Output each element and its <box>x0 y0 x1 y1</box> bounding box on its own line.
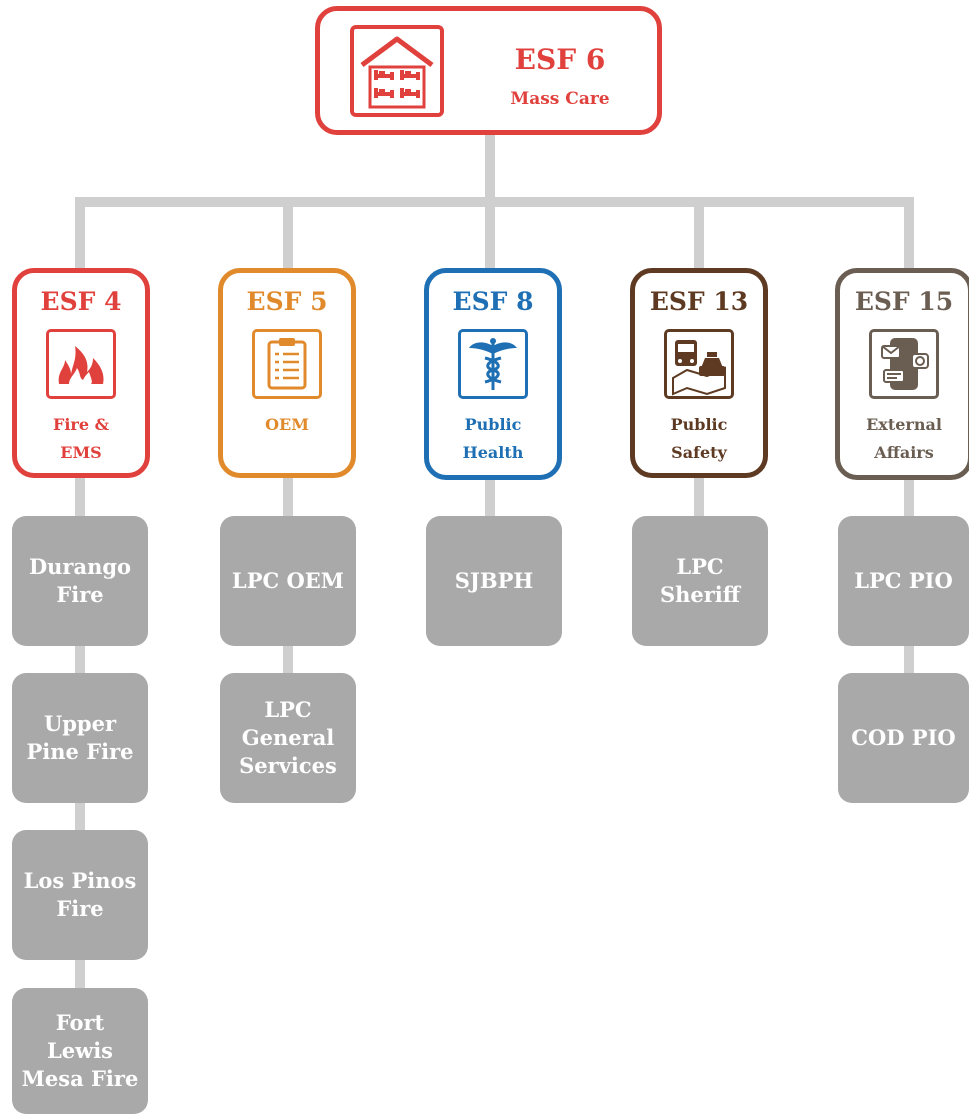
connector-drop-esf5 <box>283 197 293 270</box>
esf-node-esf5: ESF 5 OEM <box>218 268 356 478</box>
connector-root-down <box>485 135 495 203</box>
fire-icon <box>46 329 116 399</box>
connector-drop-esf8 <box>485 197 495 270</box>
esf-label: Fire & EMS <box>52 415 110 462</box>
esf-node-esf15: ESF 15 External Affairs <box>835 268 969 480</box>
shelter-beds-icon <box>350 25 444 117</box>
agency-box: LPC PIO <box>838 516 969 646</box>
esf-label: External Affairs <box>866 415 942 462</box>
connector-drop-esf13 <box>694 197 704 270</box>
root-title: ESF 6 <box>514 43 606 76</box>
agency-box: Fort Lewis Mesa Fire <box>12 988 148 1114</box>
agency-box: Durango Fire <box>12 516 148 646</box>
vehicles-map-icon <box>664 329 734 399</box>
esf-title: ESF 13 <box>649 287 749 316</box>
agency-box: LPC Sheriff <box>632 516 768 646</box>
esf-title: ESF 15 <box>854 287 954 316</box>
clipboard-icon <box>252 329 322 399</box>
agency-box: COD PIO <box>838 673 969 803</box>
caduceus-icon <box>458 329 528 399</box>
esf-node-esf8: ESF 8 Public Health <box>424 268 562 480</box>
esf-label: OEM <box>265 415 309 434</box>
agency-box: Los Pinos Fire <box>12 830 148 960</box>
connector-drop-esf15 <box>904 197 914 270</box>
esf-node-esf4: ESF 4 Fire & EMS <box>12 268 150 478</box>
esf-title: ESF 4 <box>40 287 122 316</box>
root-subtitle: Mass Care <box>510 89 610 109</box>
agency-box: LPC General Services <box>220 673 356 803</box>
esf-title: ESF 8 <box>452 287 534 316</box>
phone-media-icon <box>869 329 939 399</box>
connector-esf8-agencies <box>485 478 495 538</box>
agency-box: LPC OEM <box>220 516 356 646</box>
root-node-esf6: ESF 6 Mass Care <box>315 6 662 135</box>
connector-drop-esf4 <box>75 197 85 270</box>
agency-box: SJBPH <box>426 516 562 646</box>
esf-label: Public Health <box>462 415 524 462</box>
agency-box: Upper Pine Fire <box>12 673 148 803</box>
connector-esf13-agencies <box>694 478 704 538</box>
esf-node-esf13: ESF 13 Public Safety <box>630 268 768 478</box>
esf-label: Public Safety <box>670 415 728 462</box>
esf-title: ESF 5 <box>246 287 328 316</box>
